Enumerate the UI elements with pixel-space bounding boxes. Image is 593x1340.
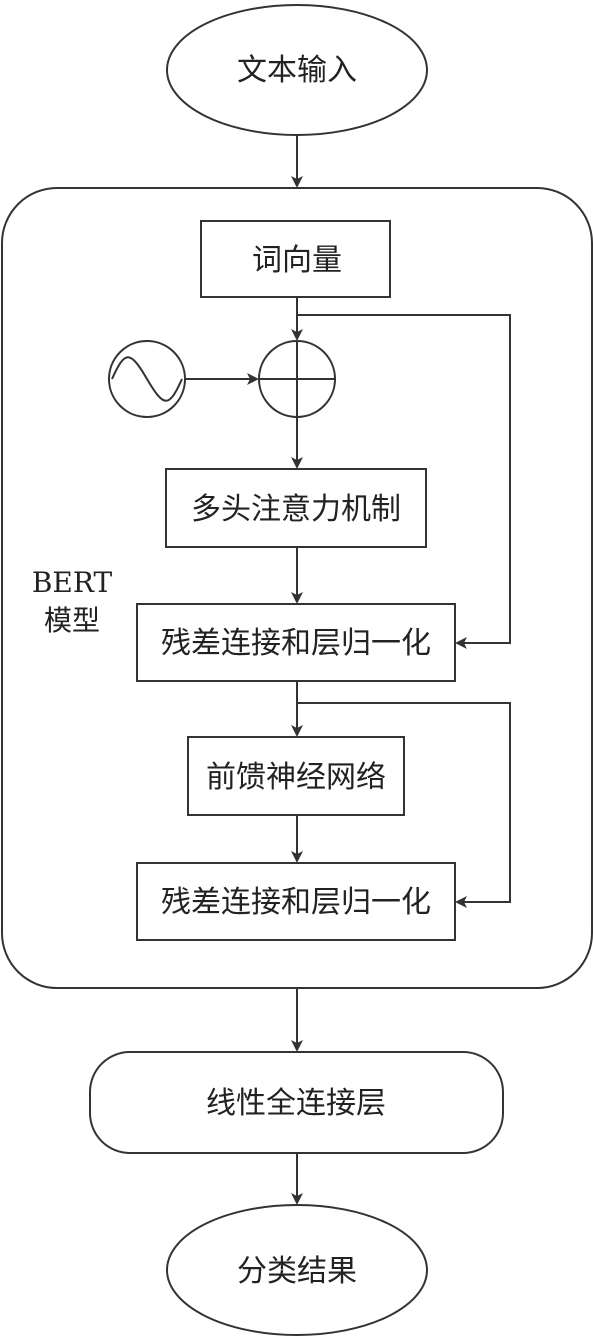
node-residual-norm-2-label: 残差连接和层归一化: [161, 885, 431, 920]
residual-skip-2: [297, 702, 511, 908]
node-word-vector-label: 词向量: [252, 243, 342, 278]
bert-label-line1: BERT: [32, 566, 113, 599]
node-multi-head-attention: 多头注意力机制: [165, 468, 427, 548]
node-result-label: 分类结果: [237, 1254, 357, 1289]
node-text-input-label: 文本输入: [237, 53, 357, 88]
node-residual-norm-2: 残差连接和层归一化: [136, 862, 456, 941]
node-text-input: 文本输入: [166, 4, 428, 136]
node-multi-head-attention-label: 多头注意力机制: [191, 492, 401, 527]
node-residual-norm-1-label: 残差连接和层归一化: [161, 626, 431, 661]
node-linear-fc: 线性全连接层: [89, 1051, 504, 1154]
node-linear-fc-label: 线性全连接层: [206, 1086, 386, 1121]
positional-encoding-icon: [108, 340, 186, 418]
node-result: 分类结果: [166, 1204, 428, 1336]
add-operator-icon: [258, 340, 336, 418]
node-feed-forward: 前馈神经网络: [187, 736, 405, 816]
node-feed-forward-label: 前馈神经网络: [206, 760, 386, 795]
bert-label-line2: 模型: [44, 604, 100, 637]
node-residual-norm-1: 残差连接和层归一化: [136, 603, 456, 682]
node-word-vector: 词向量: [200, 220, 391, 298]
residual-skip-1: [297, 314, 511, 649]
